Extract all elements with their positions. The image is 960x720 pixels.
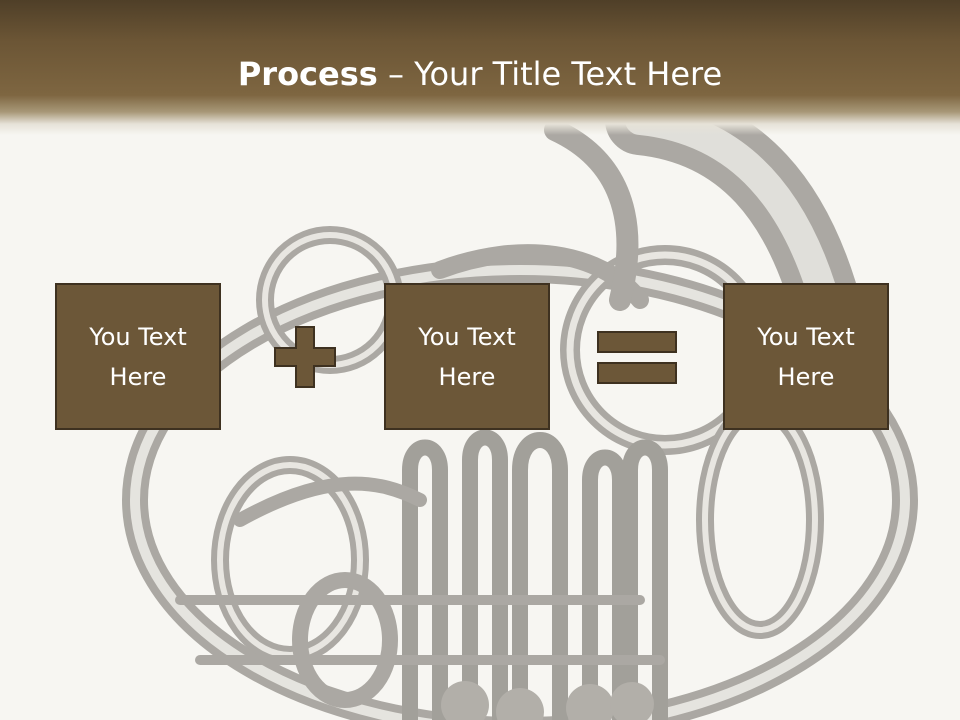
process-box-1-label: You Text Here xyxy=(89,322,187,391)
process-box-1[interactable]: You Text Here xyxy=(55,283,221,430)
slide-title: Process – Your Title Text Here xyxy=(0,52,960,96)
plus-icon xyxy=(274,326,336,388)
title-bar xyxy=(0,0,960,135)
process-box-3[interactable]: You Text Here xyxy=(723,283,889,430)
equals-icon xyxy=(597,331,677,384)
process-box-2[interactable]: You Text Here xyxy=(384,283,550,430)
title-rest: – Your Title Text Here xyxy=(377,55,723,93)
title-strong: Process xyxy=(237,55,378,93)
process-box-3-label: You Text Here xyxy=(757,322,855,391)
process-box-2-label: You Text Here xyxy=(418,322,516,391)
